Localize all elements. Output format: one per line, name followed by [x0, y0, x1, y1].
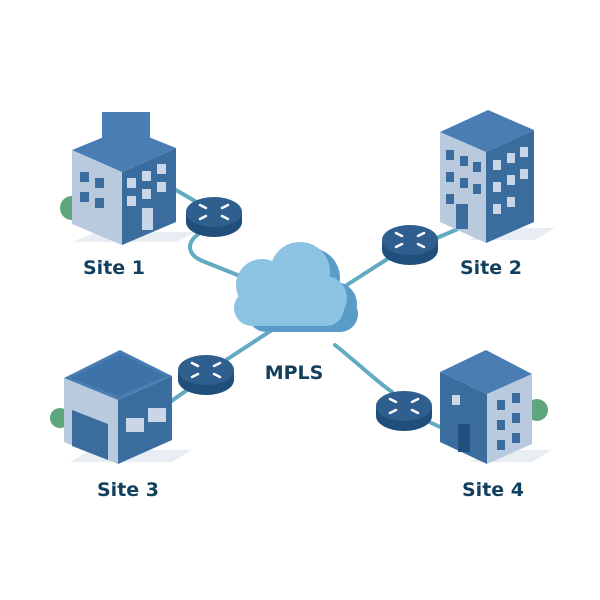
site1-label: Site 1 — [82, 257, 146, 279]
mpls-cloud-icon — [234, 242, 358, 332]
router1-icon — [186, 197, 242, 237]
router-icons — [178, 197, 438, 431]
site4-label: Site 4 — [461, 479, 525, 501]
site3-label: Site 3 — [96, 479, 160, 501]
link-router4-cloud — [333, 343, 394, 394]
mpls-label: MPLS — [264, 362, 324, 384]
link-router1-cloud — [188, 228, 247, 280]
router2-icon — [382, 225, 438, 265]
site1-building-icon — [60, 112, 196, 245]
router3-icon — [178, 355, 234, 395]
link-router3-cloud — [224, 328, 274, 362]
site2-label: Site 2 — [459, 257, 523, 279]
site4-building-icon — [440, 350, 552, 464]
site2-building-icon — [440, 110, 555, 243]
router4-icon — [376, 391, 432, 431]
site3-building-icon — [50, 350, 192, 464]
